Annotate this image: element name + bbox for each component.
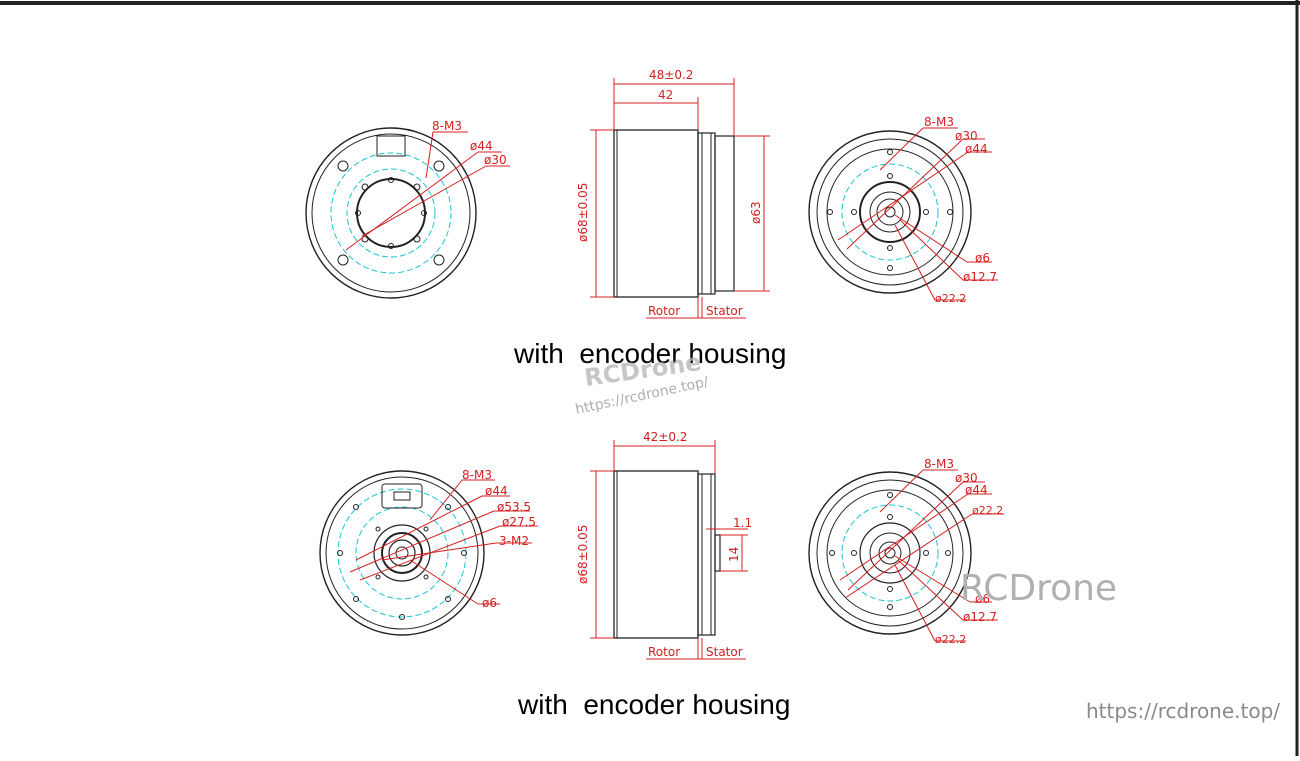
dim-dia63: ø63 [749, 201, 763, 224]
label-rotor-b: Rotor [648, 645, 680, 659]
bottom-left-front-view [319, 470, 538, 636]
label-dia30: ø30 [484, 153, 507, 167]
label-dia44-r: ø44 [965, 142, 988, 156]
label-dia6-r: ø6 [975, 251, 990, 265]
watermark-url-corner: https://rcdrone.top/ [1086, 699, 1281, 723]
label-dia12-7-br: ø12.7 [963, 610, 997, 624]
label-dia44: ø44 [470, 139, 493, 153]
label-dia22-2-br: ø22.2 [935, 633, 966, 646]
label-8m3-r: 8-M3 [924, 115, 954, 129]
dim-48: 48±0.2 [649, 68, 693, 82]
label-8m3-br: 8-M3 [924, 457, 954, 471]
top-side-view [590, 78, 770, 319]
label-dia30-br: ø30 [955, 471, 978, 485]
label-dia6-b: ø6 [482, 596, 497, 610]
caption-top: with encoder housing [514, 338, 787, 369]
top-right-back-view [808, 127, 998, 301]
label-dia27-5-b: ø27.5 [502, 515, 536, 529]
dim-14: 14 [727, 547, 741, 562]
label-dia6-br: ø6 [975, 592, 990, 606]
dim-1-1: 1.1 [733, 516, 752, 530]
label-rotor: Rotor [648, 304, 680, 318]
label-dia12-7-r: ø12.7 [963, 270, 997, 284]
dim-42: 42 [658, 88, 673, 102]
bottom-side-view [590, 440, 748, 660]
label-dia44-b: ø44 [485, 484, 508, 498]
label-8m3-b: 8-M3 [462, 468, 492, 482]
label-3m2-b: 3-M2 [499, 534, 529, 548]
bottom-right-back-view [808, 469, 1004, 642]
label-dia22-2-r: ø22.2 [935, 292, 966, 305]
caption-bottom: with encoder housing [518, 689, 791, 720]
top-left-front-view [305, 127, 510, 299]
watermark-brand-right: RCDrone [960, 568, 1118, 609]
label-stator: Stator [706, 304, 743, 318]
dim-42-b: 42±0.2 [643, 430, 687, 444]
dim-dia68: ø68±0.05 [576, 183, 590, 242]
label-dia53-5-b: ø53.5 [497, 500, 531, 514]
label-dia22-2-br-top: ø22.2 [972, 504, 1003, 517]
label-dia30-r: ø30 [955, 129, 978, 143]
label-8m3: 8-M3 [432, 119, 462, 133]
label-stator-b: Stator [706, 645, 743, 659]
dim-dia68-b: ø68±0.05 [576, 525, 590, 584]
label-dia44-br: ø44 [965, 483, 988, 497]
